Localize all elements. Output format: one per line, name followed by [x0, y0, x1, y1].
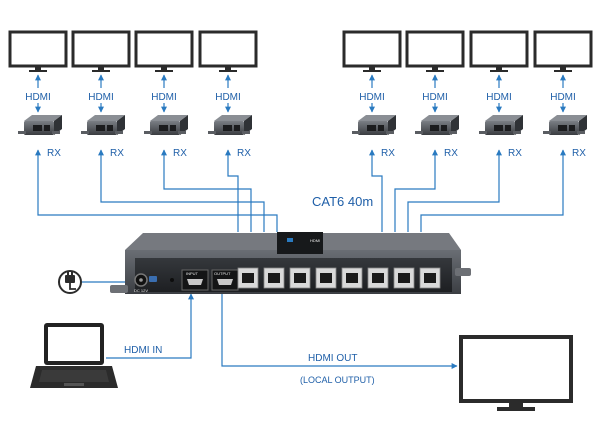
input-port-label: INPUT — [186, 271, 199, 276]
power-plug-icon — [58, 270, 82, 294]
switch-icon — [149, 276, 157, 282]
laptop-source — [30, 323, 118, 388]
rx-label: RX — [110, 148, 124, 159]
hdmi-label: HDMI — [486, 92, 512, 103]
hdmi-label: HDMI — [550, 92, 576, 103]
remote-monitor — [533, 30, 593, 74]
rj45-socket — [268, 273, 280, 283]
cat6-route — [98, 149, 265, 232]
hdmi-label: HDMI — [359, 92, 385, 103]
rj45-socket — [346, 273, 358, 283]
hdmi-out-route — [221, 294, 458, 369]
remote-monitor — [198, 30, 258, 74]
cat6-route — [161, 149, 252, 232]
local-output-monitor — [459, 335, 573, 411]
rj45-socket — [320, 273, 332, 283]
hdmi-label: HDMI — [422, 92, 448, 103]
rx-label: RX — [237, 148, 251, 159]
device-logo: HDMI — [310, 238, 320, 243]
rx-receiver-icon — [479, 115, 523, 135]
local-output-label: (LOCAL OUTPUT) — [300, 375, 375, 385]
remote-monitor — [405, 30, 465, 74]
cable-label: CAT6 40m — [312, 194, 373, 209]
cat6-route — [35, 149, 278, 232]
rx-receivers — [18, 115, 587, 135]
rx-receiver-icon — [81, 115, 125, 135]
rj45-socket — [294, 273, 306, 283]
rj45-socket — [424, 273, 436, 283]
rj45-socket — [398, 273, 410, 283]
cat6-route — [394, 149, 438, 232]
hdmi-label: HDMI — [88, 92, 114, 103]
hdmi-label: HDMI — [151, 92, 177, 103]
hdmi-labels: HDMI HDMI HDMI HDMI HDMI HDMI HDMI HDMI — [25, 92, 576, 103]
rx-label: RX — [173, 148, 187, 159]
mount-ear-left — [110, 285, 128, 293]
button-icon — [170, 278, 174, 282]
rx-receiver-icon — [208, 115, 252, 135]
hdmi-in-route — [106, 293, 194, 359]
rx-label: RX — [508, 148, 522, 159]
remote-monitor — [342, 30, 402, 74]
splitter-device: HDMI DC 12V INPUT OUTPUT — [110, 232, 471, 294]
cat6-route — [369, 149, 383, 232]
cat6-route — [420, 149, 566, 232]
remote-monitor — [71, 30, 131, 74]
remote-monitors — [8, 30, 593, 74]
rx-labels: RX RX RX RX RX RX RX RX — [47, 148, 586, 159]
rj45-socket — [242, 273, 254, 283]
cat6-route — [407, 149, 502, 232]
remote-monitor — [469, 30, 529, 74]
cat6-wires — [35, 74, 566, 369]
power-led-icon — [287, 238, 293, 242]
rx-label: RX — [47, 148, 61, 159]
remote-monitor — [134, 30, 194, 74]
hdmi-in-label: HDMI IN — [124, 345, 162, 356]
hdmi-label: HDMI — [215, 92, 241, 103]
rx-receiver-icon — [543, 115, 587, 135]
rj45-ports — [237, 267, 441, 289]
output-port-label: OUTPUT — [214, 271, 231, 276]
rx-receiver-icon — [18, 115, 62, 135]
remote-monitor — [8, 30, 68, 74]
rx-receiver-icon — [144, 115, 188, 135]
rx-label: RX — [572, 148, 586, 159]
rj45-socket — [372, 273, 384, 283]
dc-label: DC 12V — [134, 288, 148, 293]
front-panel-window — [277, 232, 323, 254]
hdmi-out-label: HDMI OUT — [308, 353, 357, 364]
rx-label: RX — [381, 148, 395, 159]
rx-label: RX — [444, 148, 458, 159]
mount-ear-right — [455, 268, 471, 276]
hdmi-label: HDMI — [25, 92, 51, 103]
cat6-route — [225, 149, 239, 232]
rx-receiver-icon — [352, 115, 396, 135]
rx-receiver-icon — [415, 115, 459, 135]
